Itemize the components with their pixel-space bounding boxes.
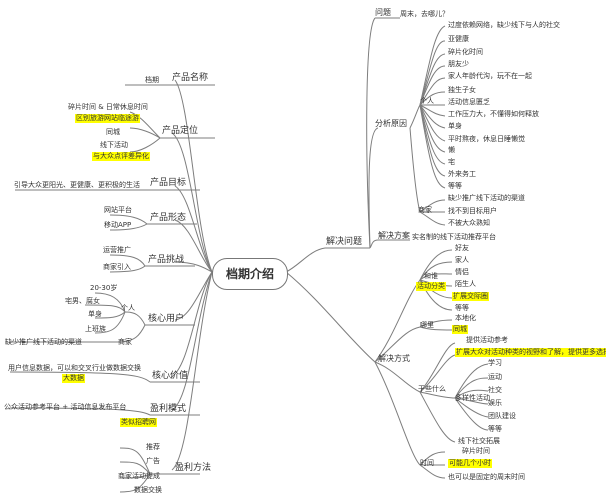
node-with-whom: 和谁 bbox=[424, 272, 438, 280]
leaf-product-name: 档期 bbox=[145, 76, 159, 84]
leaf-what-ref: 提供活动参考 bbox=[466, 336, 508, 344]
branch-profit-method: 盈利方法 bbox=[175, 463, 212, 473]
node-analysis-person: 个人 bbox=[420, 97, 434, 105]
leaf-reason-2: 碎片化时间 bbox=[448, 48, 483, 56]
leaf-profit-method-data: 数据交换 bbox=[134, 486, 162, 494]
leaf-positioning-city: 同城 bbox=[106, 128, 120, 136]
tag-what-ref-detail: 扩展大众对活动种类的视野和了解，提供更多选择 bbox=[455, 348, 606, 357]
leaf-form-app: 移动APP bbox=[104, 221, 132, 229]
node-where: 哪里 bbox=[420, 321, 434, 329]
branch-profit-model: 盈利模式 bbox=[150, 404, 187, 414]
leaf-diverse-fun: 娱乐 bbox=[488, 399, 502, 407]
leaf-merchant-reason-0: 缺少推广线下活动的渠道 bbox=[448, 194, 525, 202]
tag-positioning-diff: 与大众点评差异化 bbox=[92, 152, 150, 161]
tag-profit-model-like: 类似招聘网 bbox=[120, 418, 157, 427]
leaf-reason-1: 亚健康 bbox=[448, 35, 469, 43]
leaf-reason-10: 懒 bbox=[448, 146, 455, 154]
leaf-form-web: 网站平台 bbox=[104, 206, 132, 214]
branch-challenge: 产品挑战 bbox=[148, 255, 185, 265]
leaf-users-single: 单身 bbox=[88, 310, 102, 318]
leaf-whom-etc: 等等 bbox=[455, 304, 469, 312]
leaf-value-text: 用户信息数据，可以和交叉行业做数据交换 bbox=[8, 364, 141, 372]
tag-whom-expand: 扩展交际圈 bbox=[452, 292, 489, 301]
leaf-reason-4: 家人年龄代沟，玩不在一起 bbox=[448, 72, 532, 80]
leaf-whom-friends: 好友 bbox=[455, 244, 469, 252]
leaf-goal: 引导大众更阳光、更健康、更积极的生活 bbox=[14, 181, 140, 189]
branch-form: 产品形态 bbox=[150, 213, 187, 223]
leaf-profit-method-commission: 商家活动提成 bbox=[118, 472, 160, 480]
leaf-reason-3: 朋友少 bbox=[448, 60, 469, 68]
leaf-diverse-study: 学习 bbox=[488, 359, 502, 367]
leaf-reason-8: 单身 bbox=[448, 122, 462, 130]
leaf-profit-method-ads: 广告 bbox=[146, 457, 160, 465]
leaf-challenge-merchant: 商家引入 bbox=[103, 263, 131, 271]
node-users-merchant: 商家 bbox=[118, 338, 132, 346]
branch-solve: 解决问题 bbox=[326, 237, 363, 247]
node-problem: 问题 bbox=[375, 8, 391, 17]
leaf-diverse-social: 社交 bbox=[488, 386, 502, 394]
leaf-reason-11: 宅 bbox=[448, 158, 455, 166]
leaf-reason-5: 独生子女 bbox=[448, 86, 476, 94]
leaf-when-weekend: 也可以是固定的周末时间 bbox=[448, 473, 525, 481]
leaf-whom-family: 家人 bbox=[455, 256, 469, 264]
branch-product-name: 产品名称 bbox=[172, 73, 209, 83]
leaf-solution: 实名制的线下活动推荐平台 bbox=[412, 233, 496, 241]
leaf-reason-6: 活动信息匮乏 bbox=[448, 98, 490, 106]
branch-value: 核心价值 bbox=[152, 371, 189, 381]
branch-users: 核心用户 bbox=[148, 314, 185, 324]
node-analysis: 分析原因 bbox=[375, 119, 407, 128]
tag-when-hours: 可能几个小时 bbox=[448, 459, 492, 468]
leaf-whom-strangers: 陌生人 bbox=[455, 280, 476, 288]
tag-where-city: 同城 bbox=[452, 325, 468, 334]
leaf-reason-13: 等等 bbox=[448, 182, 462, 190]
node-when: 时间 bbox=[420, 459, 434, 467]
node-analysis-merchant: 商家 bbox=[418, 206, 432, 214]
leaf-challenge-ops: 运营推广 bbox=[103, 246, 131, 254]
leaf-users-otaku: 宅男、腐女 bbox=[65, 297, 100, 305]
leaf-users-worker: 上班族 bbox=[85, 325, 106, 333]
node-what: 干些什么 bbox=[418, 385, 446, 393]
leaf-diverse-sport: 运动 bbox=[488, 373, 502, 381]
leaf-where-local: 本地化 bbox=[455, 314, 476, 322]
leaf-users-age: 20-30岁 bbox=[90, 284, 118, 292]
leaf-diverse-team: 团队建设 bbox=[488, 412, 516, 420]
leaf-reason-12: 外来务工 bbox=[448, 170, 476, 178]
leaf-positioning-time: 碎片时间 & 日常休息时间 bbox=[68, 103, 148, 111]
node-solution: 解决方案 bbox=[378, 231, 410, 240]
central-node: 档期介绍 bbox=[212, 258, 288, 290]
leaf-merchant-reason-2: 不被大众熟知 bbox=[448, 219, 490, 227]
leaf-reason-7: 工作压力大，不懂得如何释放 bbox=[448, 110, 539, 118]
node-users-person: 个人 bbox=[121, 304, 135, 312]
tag-activity-category: 活动分类 bbox=[416, 282, 446, 291]
leaf-reason-0: 过度依赖网络，缺少线下与人的社交 bbox=[448, 21, 560, 29]
branch-positioning: 产品定位 bbox=[162, 126, 199, 136]
leaf-positioning-offline: 线下活动 bbox=[100, 141, 128, 149]
node-method: 解决方式 bbox=[378, 354, 410, 363]
leaf-diverse-etc: 等等 bbox=[488, 425, 502, 433]
leaf-when-fragment: 碎片时间 bbox=[462, 447, 490, 455]
leaf-whom-couple: 情侣 bbox=[455, 268, 469, 276]
leaf-merchant-reason-1: 找不到目标用户 bbox=[448, 207, 497, 215]
leaf-reason-9: 平时熬夜，休息日睡懒觉 bbox=[448, 135, 525, 143]
tag-value-bigdata: 大数据 bbox=[62, 374, 85, 383]
branch-goal: 产品目标 bbox=[150, 178, 187, 188]
leaf-profit-method-rec: 推荐 bbox=[146, 443, 160, 451]
node-what-diverse: 多样性活动 bbox=[455, 394, 490, 402]
tag-positioning-travel: 区别旅游网站临途游 bbox=[75, 114, 140, 123]
leaf-users-merchant-need: 缺少推广线下活动的渠道 bbox=[5, 338, 82, 346]
leaf-what-offline: 线下社交拓展 bbox=[458, 437, 500, 445]
leaf-problem: 周末，去哪儿？ bbox=[400, 10, 449, 18]
leaf-profit-model-text: 公众活动参考平台 + 活动信息发布平台 bbox=[4, 403, 127, 411]
